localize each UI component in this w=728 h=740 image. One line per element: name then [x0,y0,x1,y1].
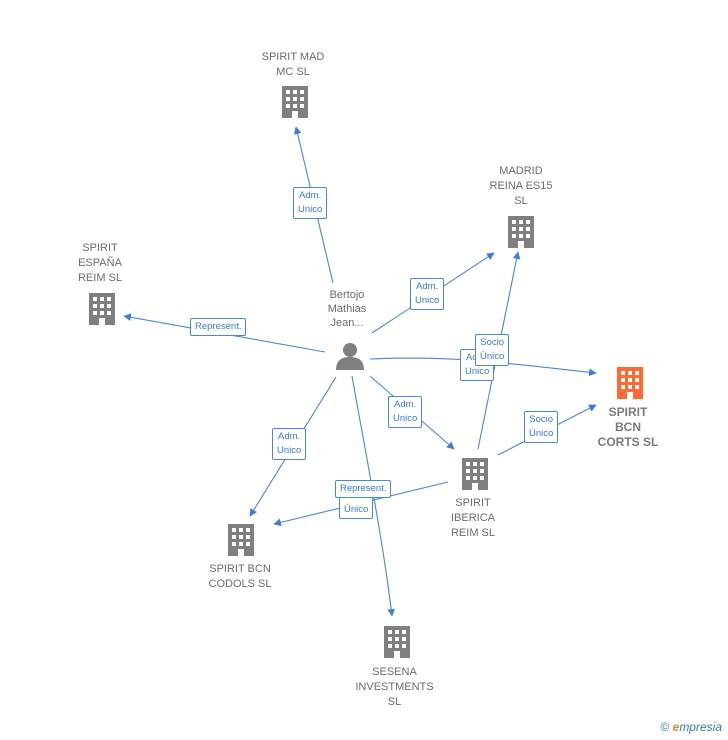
edge-label-socio-unico-madrid: Socio Único [475,334,510,366]
edge-label-adm-unico-iberica: Adm. Unico [388,396,423,428]
node-spirit-bcn-corts-label[interactable]: SPIRIT BCN CORTS SL [597,405,659,449]
building-icon-madrid-reina [508,216,534,248]
node-spirit-iberica-label[interactable]: SPIRIT IBERICA REIM SL [450,497,495,539]
edge-label-represent-codols: Represent. [335,480,392,498]
building-icon-spirit-bcn-codols [228,524,254,556]
edge-label-socio-unico-corts: Socio Único [524,411,559,443]
edge-label-adm-unico-mad: Adm. Unico [293,187,328,219]
node-spirit-mad-label[interactable]: SPIRIT MAD MC SL [261,51,325,78]
brand-name: mpresia [679,720,722,734]
node-sesena-label[interactable]: SESENA INVESTMENTS SL [355,666,434,708]
building-icon-spirit-bcn-corts [617,367,643,399]
edge-label-adm-unico-codols: Adm. Unico [272,428,307,460]
person-label[interactable]: Bertojo Mathias Jean... [327,289,367,329]
building-icon-sesena [384,626,410,658]
node-spirit-espana-label[interactable]: SPIRIT ESPAÑA REIM SL [77,242,122,284]
brand-e: e [672,720,680,734]
building-icon-spirit-mad [282,86,308,118]
brand-footer[interactable]: © empresia [660,720,722,734]
copyright-icon: © [660,720,670,734]
edge-label-adm-unico-madrid: Adm. Unico [410,278,445,310]
node-spirit-bcn-codols-label[interactable]: SPIRIT BCN CODOLS SL [208,563,272,590]
building-icon-spirit-iberica [462,458,488,490]
node-madrid-reina-label[interactable]: MADRID REINA ES15 SL [489,165,553,207]
edge-label-represent-espana: Represent. [190,318,247,336]
person-icon [336,343,364,370]
building-icon-spirit-espana [89,293,115,325]
